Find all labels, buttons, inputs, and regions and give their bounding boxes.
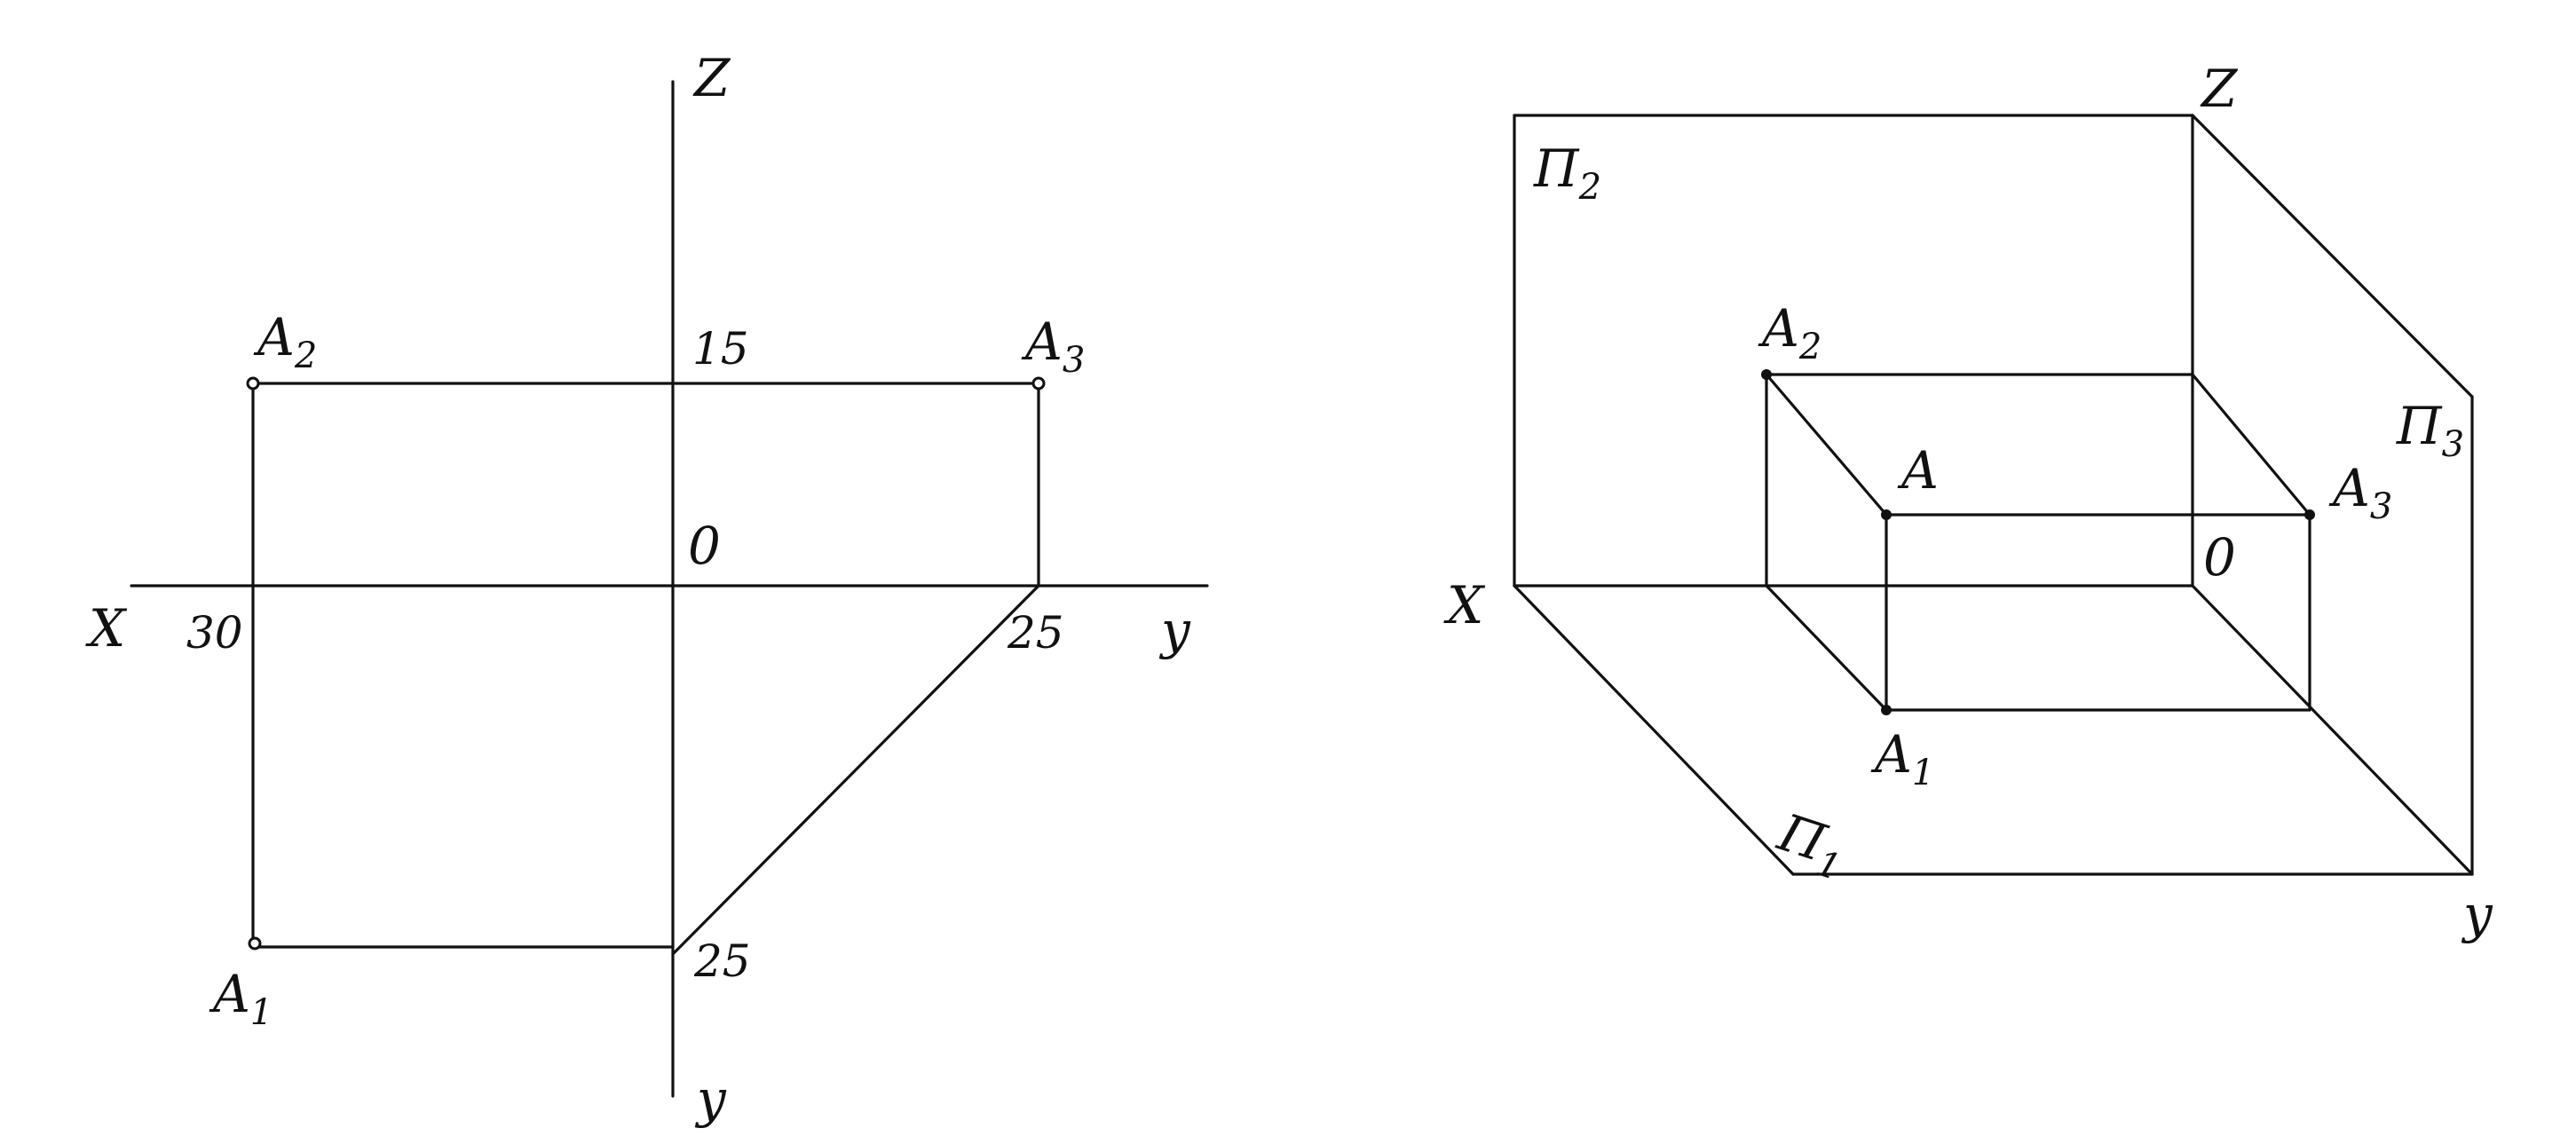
iso-y-label: y [2461,884,2493,944]
y-axis-label-down: y [694,1069,727,1129]
dim-z-15: 15 [692,323,749,375]
iso-x-label: X [1443,575,1486,635]
iso-label-a3: A3 [2328,458,2392,527]
iso-origin-label: 0 [2203,527,2236,588]
point-a2-iso [1761,369,1772,380]
x-axis-label: X [85,598,128,659]
label-a1: A1 [209,964,273,1033]
iso-z-label: Z [2200,59,2239,119]
pi1-left-edge [1513,584,1795,876]
dim-y-25-down: 25 [693,935,751,987]
orthographic-drawing: Z X y y 0 15 30 25 25 A2 A3 A1 [85,48,1209,1129]
xaxis-to-a1 [1765,584,1888,712]
plane-pi1-label: Π1 [1768,801,1854,888]
isometric-drawing: Z X y 0 Π2 Π3 Π1 A A2 A3 A1 [1443,59,2493,944]
z-axis-label: Z [692,48,731,108]
plane-pi2-label: Π2 [1533,138,1601,208]
a2-to-a [1765,373,1888,517]
point-a1 [248,936,262,951]
origin-label: 0 [688,516,721,576]
dim-x-30: 30 [186,607,243,659]
label-a2: A2 [253,307,317,376]
label-a3: A3 [1021,312,1085,381]
pi3-top-edge [2191,114,2474,398]
z-to-a3 [2191,373,2311,517]
point-a1-iso [1881,705,1892,715]
dim-y-25-right: 25 [1007,607,1064,659]
iso-label-a: A [1897,440,1939,501]
iso-label-a2: A2 [1758,298,1821,367]
point-a2 [246,376,260,391]
point-a3-iso [2304,509,2315,520]
point-a [1881,509,1892,520]
point-a3 [1031,376,1046,391]
y-axis [2191,584,2474,876]
y-axis-label-right: y [1158,600,1191,660]
y-transfer-line [671,584,1040,956]
iso-label-a1: A1 [1870,724,1934,793]
plane-pi3-label: Π3 [2396,396,2464,465]
